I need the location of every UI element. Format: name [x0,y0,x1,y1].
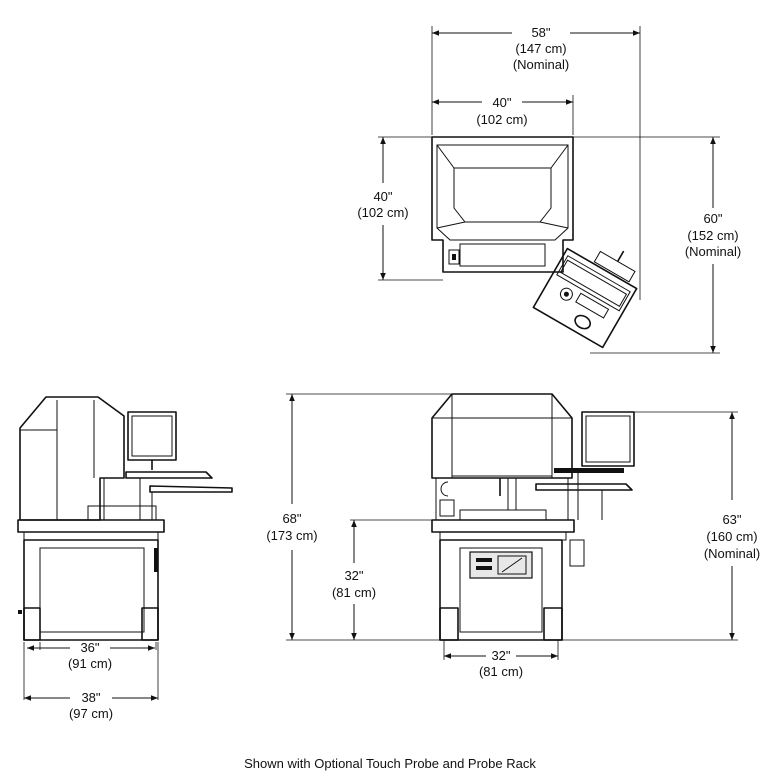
top-overall-width: 58" [531,25,550,40]
side-outer-width: 38" [81,690,100,705]
front-base-width-cm: (81 cm) [479,664,523,679]
top-base-depth-cm: (102 cm) [357,205,408,220]
front-monitor-height-note: (Nominal) [704,546,760,561]
front-overall-height-cm: (173 cm) [266,528,317,543]
front-overall-height: 68" [282,511,301,526]
figure-caption: Shown with Optional Touch Probe and Prob… [244,756,536,771]
side-outer-width-cm: (97 cm) [69,706,113,721]
side-inner-width-cm: (91 cm) [68,656,112,671]
front-monitor-height: 63" [722,512,741,527]
front-table-height-cm: (81 cm) [332,585,376,600]
top-overall-depth-cm: (152 cm) [687,228,738,243]
top-overall-width-cm: (147 cm) [515,41,566,56]
top-overall-depth: 60" [703,211,722,226]
top-base-depth: 40" [373,189,392,204]
top-view-machine [431,136,638,349]
front-monitor-height-cm: (160 cm) [706,529,757,544]
side-view-machine [17,396,233,641]
front-view: 68" (173 cm) 32" (81 cm) 63" (160 cm) (N… [266,393,760,679]
front-table-height: 32" [344,568,363,583]
top-base-width-cm: (102 cm) [476,112,527,127]
front-base-width: 32" [491,648,510,663]
top-view: 58" (147 cm) (Nominal) 40" (102 cm) 40" … [357,25,741,354]
side-inner-width: 36" [80,640,99,655]
top-overall-width-note: (Nominal) [513,57,569,72]
side-view: 36" (91 cm) 38" (97 cm) [17,396,233,721]
top-base-width: 40" [492,95,511,110]
top-overall-depth-note: (Nominal) [685,244,741,259]
front-view-machine [431,393,635,641]
